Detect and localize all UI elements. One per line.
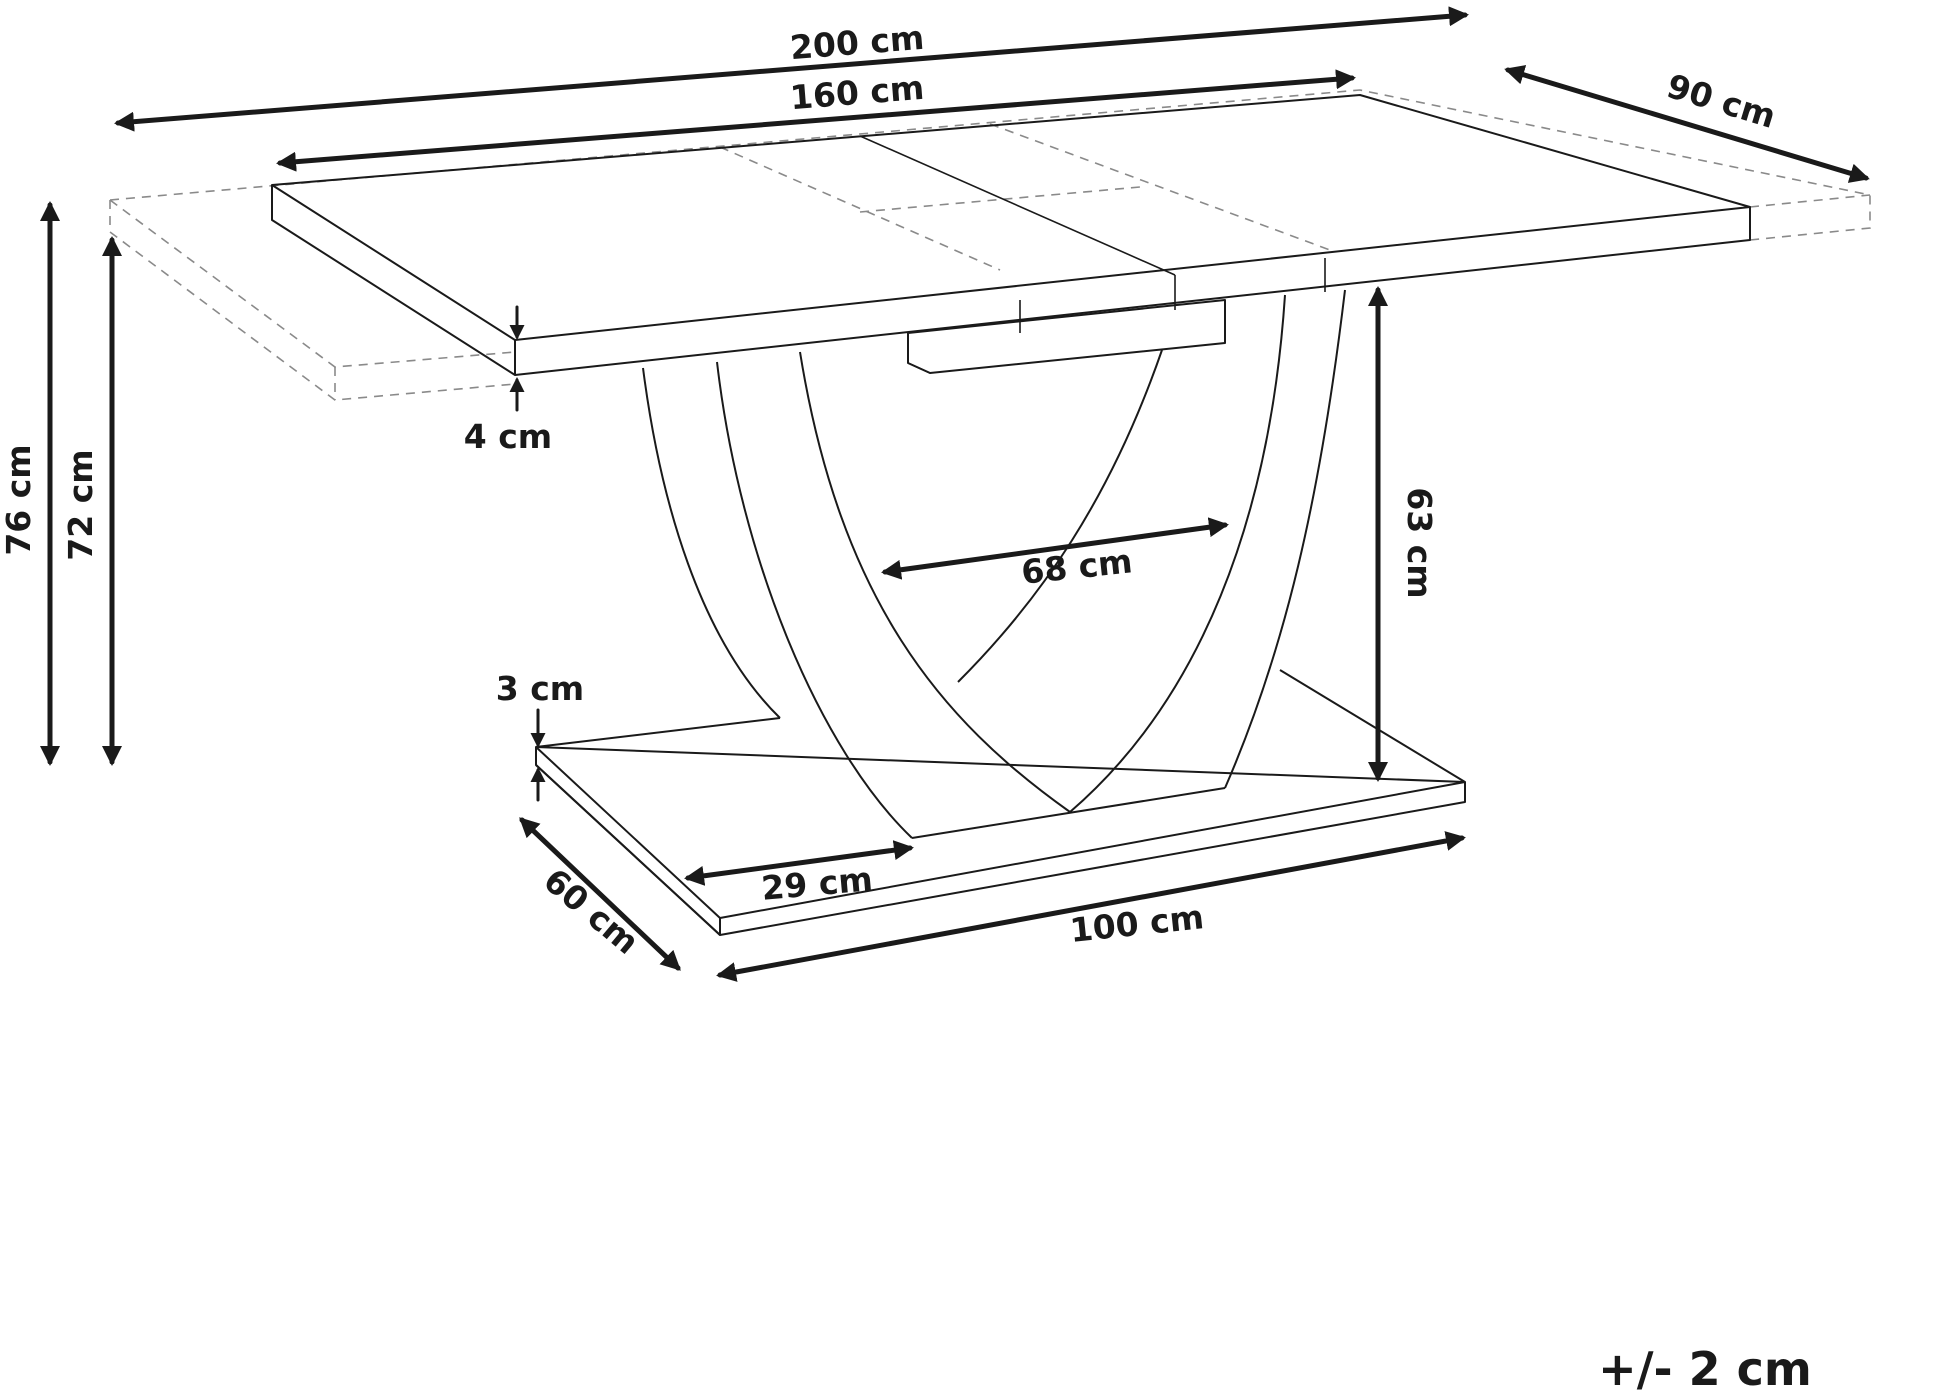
base-depth-label: 60 cm xyxy=(536,860,646,961)
depth-label: 90 cm xyxy=(1662,66,1780,136)
base-depth-arrow xyxy=(519,817,681,971)
pedestal-width-arrow xyxy=(881,517,1229,580)
height-total-label: 76 cm xyxy=(0,444,38,555)
tolerance-label: +/- 2 cm xyxy=(1598,1342,1812,1395)
pedestal-height-label: 63 cm xyxy=(1400,487,1439,598)
base-offset-label: 29 cm xyxy=(760,859,874,908)
base-plate xyxy=(535,669,1466,936)
top-thickness-label: 4 cm xyxy=(464,417,552,456)
base-offset-arrow xyxy=(684,840,914,886)
length-label: 160 cm xyxy=(789,68,926,117)
height-under-top-label: 72 cm xyxy=(61,449,100,560)
dimension-labels: 200 cm 160 cm 90 cm 4 cm 76 cm 72 cm 63 … xyxy=(0,18,1812,1395)
table-top xyxy=(271,94,1751,376)
under-rail xyxy=(907,299,1226,374)
length-arrow xyxy=(276,69,1356,172)
base-length-arrow xyxy=(716,831,1466,982)
base-thickness-label: 3 cm xyxy=(496,669,584,708)
depth-arrow xyxy=(1504,65,1870,183)
extension-leaf-outline xyxy=(109,89,1871,401)
dimension-arrows xyxy=(40,6,1870,982)
